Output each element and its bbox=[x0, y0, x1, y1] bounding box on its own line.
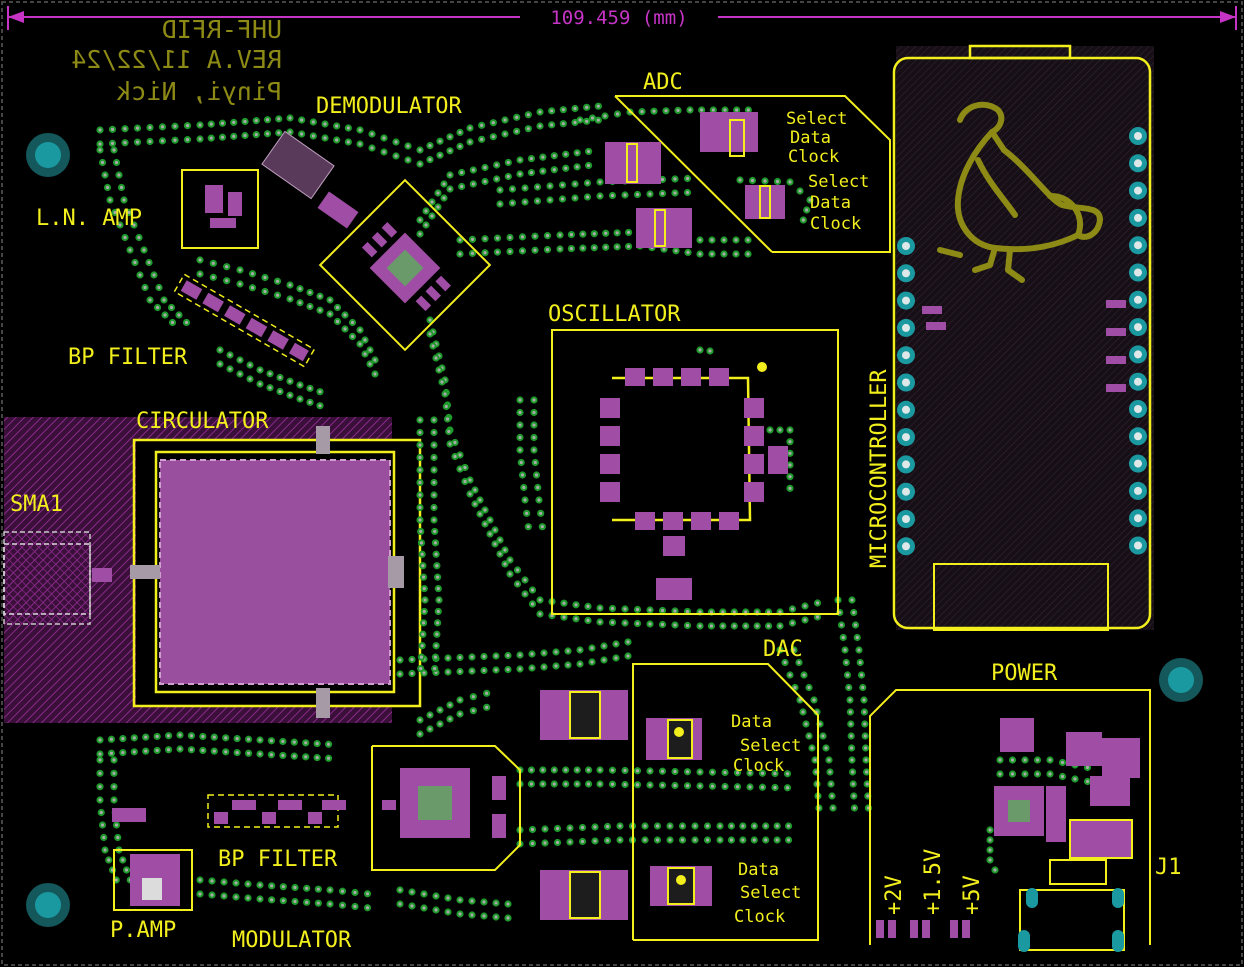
label-bp-filter-top: BP FILTER bbox=[68, 345, 188, 370]
bp-filter-bottom bbox=[207, 794, 346, 828]
label-5v: +5V bbox=[960, 875, 985, 915]
title-block: UHF-RFID REV.A 11/22/24 Pinyi, Nick bbox=[71, 15, 282, 106]
circulator-pad bbox=[159, 459, 391, 685]
adc1-pin-select: Select bbox=[786, 109, 847, 129]
dac2-pin-select: Select bbox=[740, 883, 801, 903]
sma-connector bbox=[3, 531, 112, 625]
bp-filter-top bbox=[173, 273, 316, 368]
label-circulator: CIRCULATOR bbox=[136, 409, 269, 434]
mcu-pins-right bbox=[922, 127, 1147, 555]
label-adc: ADC bbox=[643, 70, 683, 95]
label-microcontroller: MICROCONTROLLER bbox=[867, 369, 892, 568]
chicken-logo-icon bbox=[937, 101, 1103, 283]
label-1-5v: +1.5V bbox=[921, 849, 946, 915]
label-ln-amp: L.N. AMP bbox=[36, 206, 142, 231]
dac1-pin-clock: Clock bbox=[733, 756, 784, 776]
dac2-pin-clock: Clock bbox=[734, 907, 785, 927]
ln-amp-block bbox=[181, 169, 259, 249]
adc2-pin-select: Select bbox=[808, 172, 869, 192]
label-j1: J1 bbox=[1155, 855, 1182, 880]
title-line-2: REV.A 11/22/24 bbox=[71, 45, 282, 74]
label-power: POWER bbox=[991, 661, 1058, 686]
label-2v: +2V bbox=[882, 875, 907, 915]
mcu-pins-left bbox=[897, 237, 915, 556]
label-oscillator: OSCILLATOR bbox=[548, 302, 681, 327]
title-line-3: Pinyi, Nick bbox=[116, 77, 282, 106]
dimension-line: 109.459 (mm) bbox=[7, 6, 1237, 30]
dac-block bbox=[540, 663, 819, 941]
dimension-text: 109.459 (mm) bbox=[550, 7, 687, 29]
circulator-zone bbox=[4, 417, 422, 723]
dac1-pin-select: Select bbox=[740, 736, 801, 756]
label-dac: DAC bbox=[763, 637, 803, 662]
adc1-pin-data: Data bbox=[790, 128, 831, 148]
label-demodulator: DEMODULATOR bbox=[316, 94, 462, 119]
label-sma1: SMA1 bbox=[10, 492, 63, 517]
dac1-pin-data: Data bbox=[731, 712, 772, 732]
adc2-pin-data: Data bbox=[810, 193, 851, 213]
title-line-1: UHF-RFID bbox=[162, 15, 282, 44]
pin-labels: Select Data Clock Select Data Clock Data… bbox=[731, 109, 869, 927]
power-block bbox=[869, 689, 1151, 952]
label-modulator: MODULATOR bbox=[232, 928, 352, 953]
silkscreen-labels: DEMODULATOR ADC L.N. AMP BP FILTER CIRCU… bbox=[10, 70, 1182, 953]
adc2-pin-clock: Clock bbox=[810, 214, 861, 234]
mounting-holes bbox=[26, 133, 1203, 927]
label-bp-filter-bottom: BP FILTER bbox=[218, 847, 338, 872]
via-stitching bbox=[96, 102, 1092, 922]
oscillator-block bbox=[551, 329, 839, 615]
adc1-pin-clock: Clock bbox=[788, 147, 839, 167]
p-amp-block bbox=[112, 808, 193, 911]
adc-block bbox=[605, 95, 891, 253]
label-p-amp: P.AMP bbox=[110, 918, 176, 943]
modulator-block bbox=[371, 745, 521, 871]
demodulator-block bbox=[261, 130, 492, 352]
microcontroller-block bbox=[892, 44, 1154, 631]
dac2-pin-data: Data bbox=[738, 860, 779, 880]
